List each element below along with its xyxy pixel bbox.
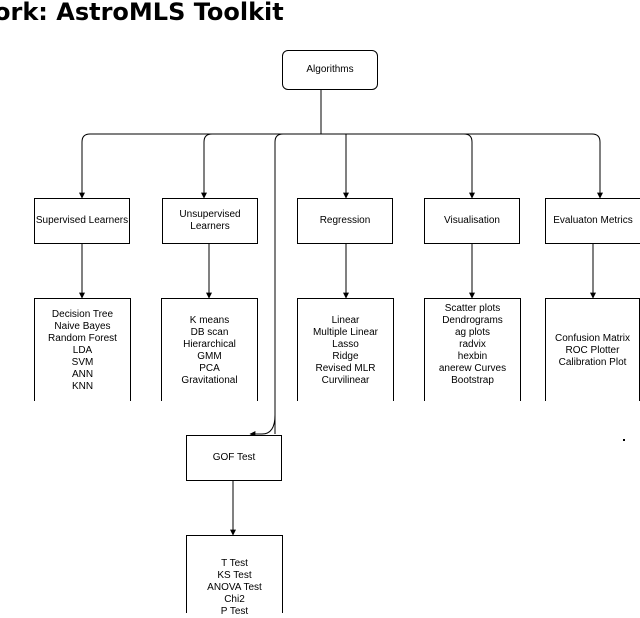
list-item: GMM [197,351,222,362]
list-item: Naive Bayes [54,321,111,332]
node-label: Evaluaton Metrics [553,215,633,226]
list-item: Lasso [332,339,359,350]
list-item: ANN [71,369,94,380]
node-label: GOF Test [212,452,256,463]
connector-gof-line [274,133,284,434]
connector-visualisation-curve [463,133,473,198]
node-unsupervised-learners: Unsupervised Learners [162,198,258,244]
list-item: P Test [220,606,249,617]
list-item: KS Test [217,570,252,581]
list-item: ANOVA Test [207,582,262,593]
list-item: ag plots [454,327,491,338]
list-item: Confusion Matrix [554,333,631,344]
list-regression: Linear Multiple Linear Lasso Ridge Revis… [297,298,394,401]
stray-dot [623,439,625,441]
node-visualisation: Visualisation [424,198,520,244]
list-item: Dendrograms [442,315,503,326]
list-item: Random Forest [48,333,117,344]
connector-bus [81,133,603,199]
list-item: Linear [331,315,360,326]
list-unsupervised-learners: K means DB scan Hierarchical GMM PCA Gra… [161,298,258,401]
list-visualisation: Scatter plots Dendrograms ag plots radvi… [424,298,521,401]
list-item: DB scan [190,327,229,338]
node-label: Unsupervised Learners [179,209,241,232]
list-item: Chi2 [224,594,245,605]
node-algorithms: Algorithms [282,50,378,90]
list-item: T Test [221,558,248,569]
node-supervised-learners: Supervised Learners [34,198,130,244]
list-item: KNN [71,381,94,392]
connector-gof [249,414,276,437]
list-item: radvix [459,339,486,350]
list-item: LDA [72,345,93,356]
node-label: Supervised Learners [35,215,129,226]
node-gof-test: GOF Test [186,435,282,481]
node-regression: Regression [297,198,393,244]
list-item: SVM [71,357,94,368]
node-evaluation-metrics: Evaluaton Metrics [545,198,640,244]
list-item: anerew Curves [438,363,507,374]
list-supervised-learners: Decision Tree Naive Bayes Random Forest … [34,298,131,401]
list-item: Curvilinear [321,375,370,386]
list-item: Hierarchical [183,339,236,350]
list-evaluation-metrics: Confusion Matrix ROC Plotter Calibration… [545,298,640,401]
list-item: Decision Tree [51,309,114,320]
list-item: hexbin [457,351,488,362]
node-label: Visualisation [444,215,500,226]
list-item: Bootstrap [451,375,494,386]
list-tests: T Test KS Test ANOVA Test Chi2 P Test [186,535,283,617]
list-item: Revised MLR [315,363,376,374]
list-item: Gravitational [181,375,238,386]
list-item: ROC Plotter [565,345,620,356]
node-label: Algorithms [306,64,354,75]
list-item: Calibration Plot [558,357,627,368]
list-item: PCA [199,363,220,374]
page-title: ork: AstroMLS Toolkit [0,0,284,26]
list-item: Multiple Linear [312,327,379,338]
node-label: Regression [319,215,371,226]
list-item: Ridge [332,351,359,362]
list-item: Scatter plots [444,303,501,314]
list-item: K means [189,315,230,326]
connector-unsupervised-curve [203,133,213,198]
